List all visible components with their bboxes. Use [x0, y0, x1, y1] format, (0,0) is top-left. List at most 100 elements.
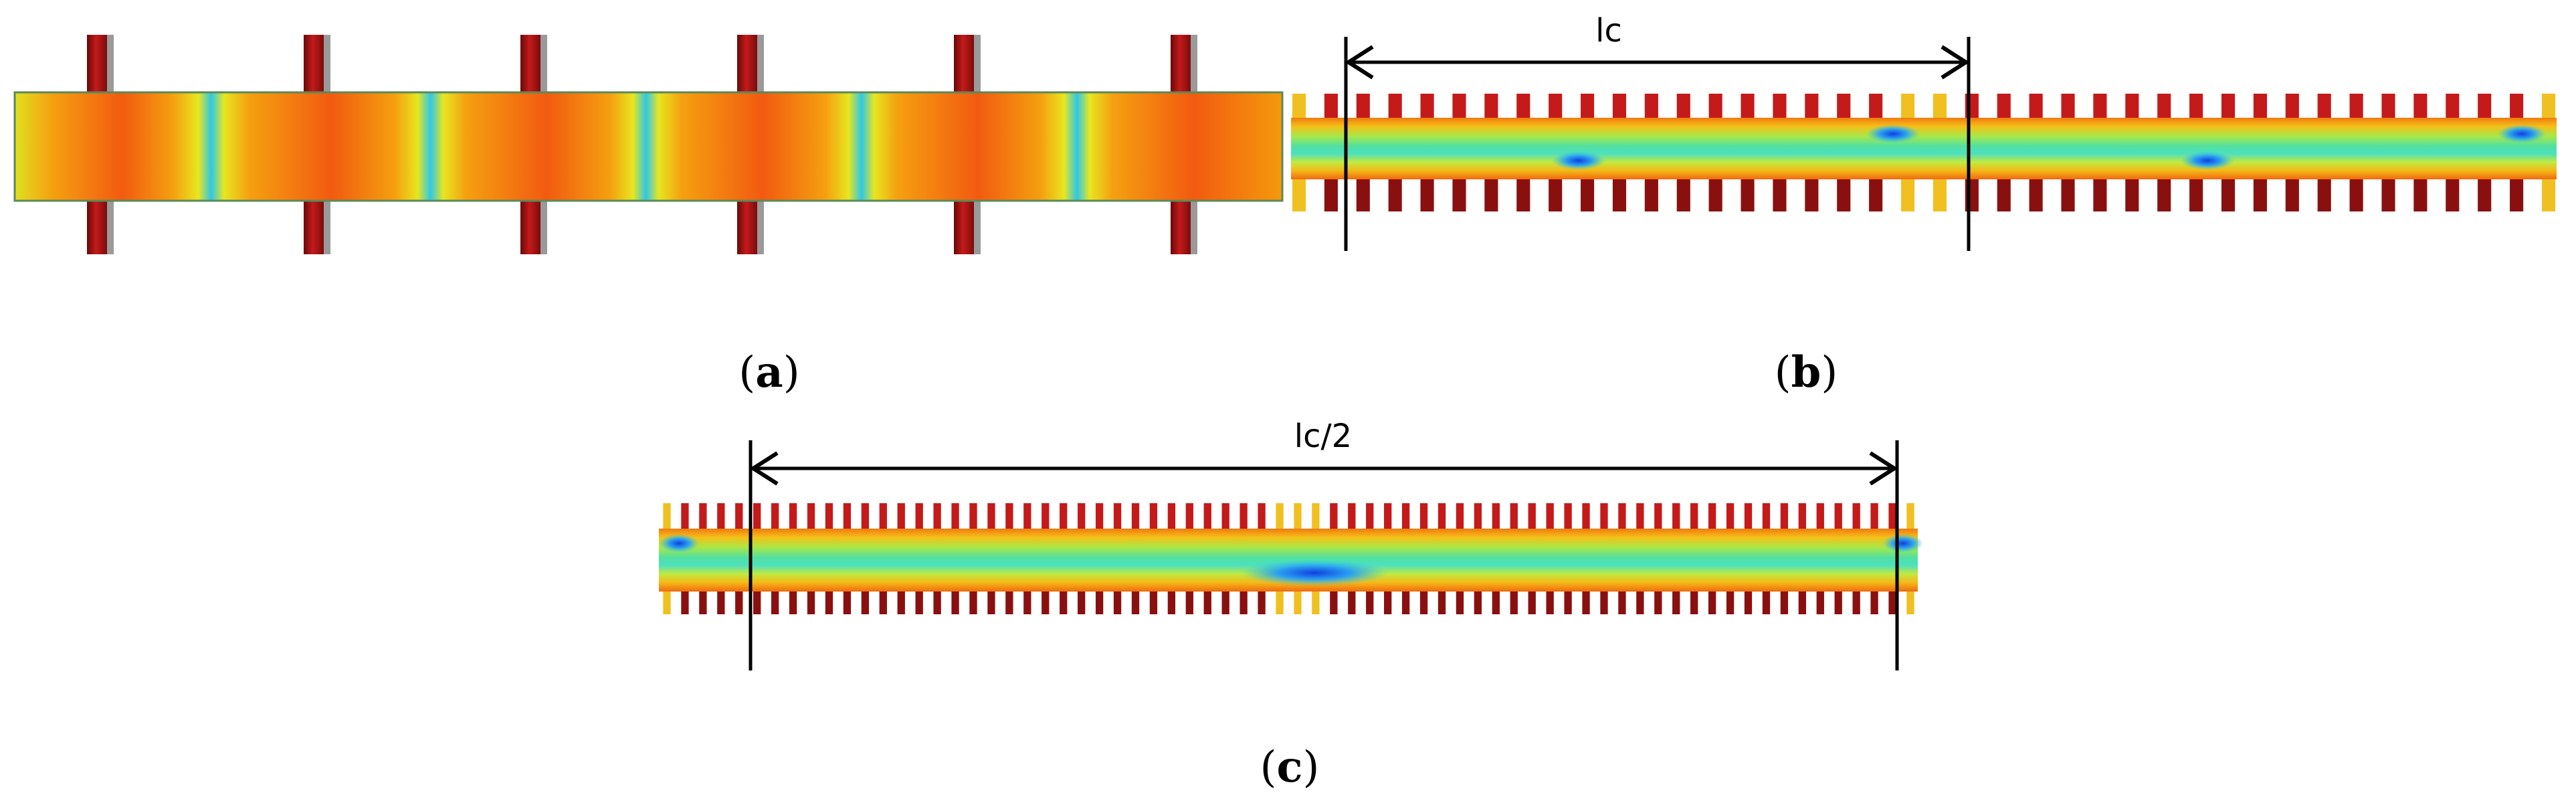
stub-top [1438, 503, 1446, 530]
stub-bottom [717, 590, 725, 614]
stub-top [1900, 94, 1915, 119]
stub-bottom [87, 199, 107, 254]
stub-bottom [1906, 590, 1914, 614]
stub-bottom [879, 590, 887, 614]
stub-bottom [1023, 590, 1031, 614]
stub-bottom [1805, 178, 1819, 211]
stub-top [1078, 503, 1086, 530]
stub-bottom [1113, 590, 1122, 614]
stub-bottom [1690, 590, 1698, 614]
field-minimum-marker [659, 534, 699, 553]
stub-bottom [1870, 590, 1878, 614]
stub-bottom [663, 590, 671, 614]
stub-bottom [1292, 178, 1306, 211]
stub-top [1834, 503, 1842, 530]
stub-top [879, 503, 887, 530]
stub-top [1330, 503, 1338, 530]
stub-bottom [2349, 178, 2363, 211]
stub-top [1997, 94, 2011, 119]
stub-top [2510, 94, 2524, 119]
stub-top [1690, 503, 1698, 530]
stub-bottom [1528, 590, 1536, 614]
stub-bottom [304, 199, 324, 254]
stub-top [2061, 94, 2075, 119]
stub-bottom [954, 199, 974, 254]
stub-bottom [1997, 178, 2011, 211]
stub-bottom [2317, 178, 2331, 211]
stub-bottom [1888, 590, 1896, 614]
stub-top [807, 503, 815, 530]
stub-top [1452, 94, 1466, 119]
stub-bottom [1484, 178, 1498, 211]
stub-bottom [1095, 590, 1104, 614]
stub-bottom [1388, 178, 1402, 211]
stub-top [1042, 503, 1050, 530]
stub-bottom [1401, 590, 1410, 614]
panel-c-stubs [663, 503, 1914, 614]
stub-top [1356, 94, 1370, 119]
stub-bottom [1419, 590, 1428, 614]
stub-bottom [825, 590, 833, 614]
stub-bottom [1816, 590, 1824, 614]
stub-top [987, 503, 995, 530]
stub-top [1805, 94, 1819, 119]
stub-bottom [1933, 178, 1947, 211]
panel-a: (a) [13, 35, 1284, 397]
stub-top [1933, 94, 1947, 119]
stub-bottom [1516, 178, 1530, 211]
stub-bottom [1438, 590, 1446, 614]
stub-top [1581, 94, 1595, 119]
stub-bottom [681, 590, 689, 614]
stub-bottom [1330, 590, 1338, 614]
panel-c-caption: (c) [1260, 742, 1320, 792]
stub-top [2285, 94, 2299, 119]
stub-top [1510, 503, 1518, 530]
stub-bottom [737, 199, 757, 254]
stub-top [2253, 94, 2267, 119]
stub-top [2157, 94, 2171, 119]
stub-bottom [520, 199, 540, 254]
stub-bottom [1078, 590, 1086, 614]
dimension-arrowhead-right [1869, 451, 1896, 486]
dimension-arrowhead-left [751, 451, 779, 486]
stub-top [1401, 503, 1410, 530]
stub-bottom [1852, 590, 1860, 614]
stub-top [1312, 503, 1320, 530]
field-minimum-marker [1866, 124, 1920, 143]
stub-bottom [1837, 178, 1851, 211]
stub-top [2541, 94, 2556, 119]
stub-bottom [1324, 178, 1338, 211]
stub-bottom [969, 590, 977, 614]
field-minimum-marker [1241, 559, 1388, 586]
panel-b-waveguide [1291, 118, 2557, 179]
field-minimum-marker [2181, 151, 2234, 170]
panel-c-dimension: lc/2 [749, 418, 1899, 670]
stub-bottom [1456, 590, 1464, 614]
stub-bottom [789, 590, 797, 614]
panel-b-field-minima [1552, 124, 2546, 170]
stub-bottom [807, 590, 815, 614]
stub-top [1741, 94, 1755, 119]
stub-top [753, 503, 761, 530]
stub-bottom [2446, 178, 2460, 211]
stub-bottom [771, 590, 779, 614]
stub-bottom [735, 590, 743, 614]
stub-bottom [1672, 590, 1680, 614]
stub-bottom [2478, 178, 2492, 211]
panel-c: lc/2 (c) [659, 418, 1923, 792]
stub-top [843, 503, 852, 530]
stub-top [1492, 503, 1500, 530]
stub-top [1744, 503, 1753, 530]
stub-top [1636, 503, 1644, 530]
stub-bottom [1564, 590, 1572, 614]
stub-bottom [1240, 590, 1248, 614]
stub-top [2189, 94, 2203, 119]
stub-top [2413, 94, 2428, 119]
panel-a-waveguide [13, 91, 1284, 202]
stub-top [1644, 94, 1658, 119]
panel-b-dimension: lc [1344, 12, 1971, 251]
stub-bottom [1060, 590, 1068, 614]
dimension-arrowhead-right [1941, 45, 1968, 80]
field-minimum-marker [2498, 124, 2546, 143]
